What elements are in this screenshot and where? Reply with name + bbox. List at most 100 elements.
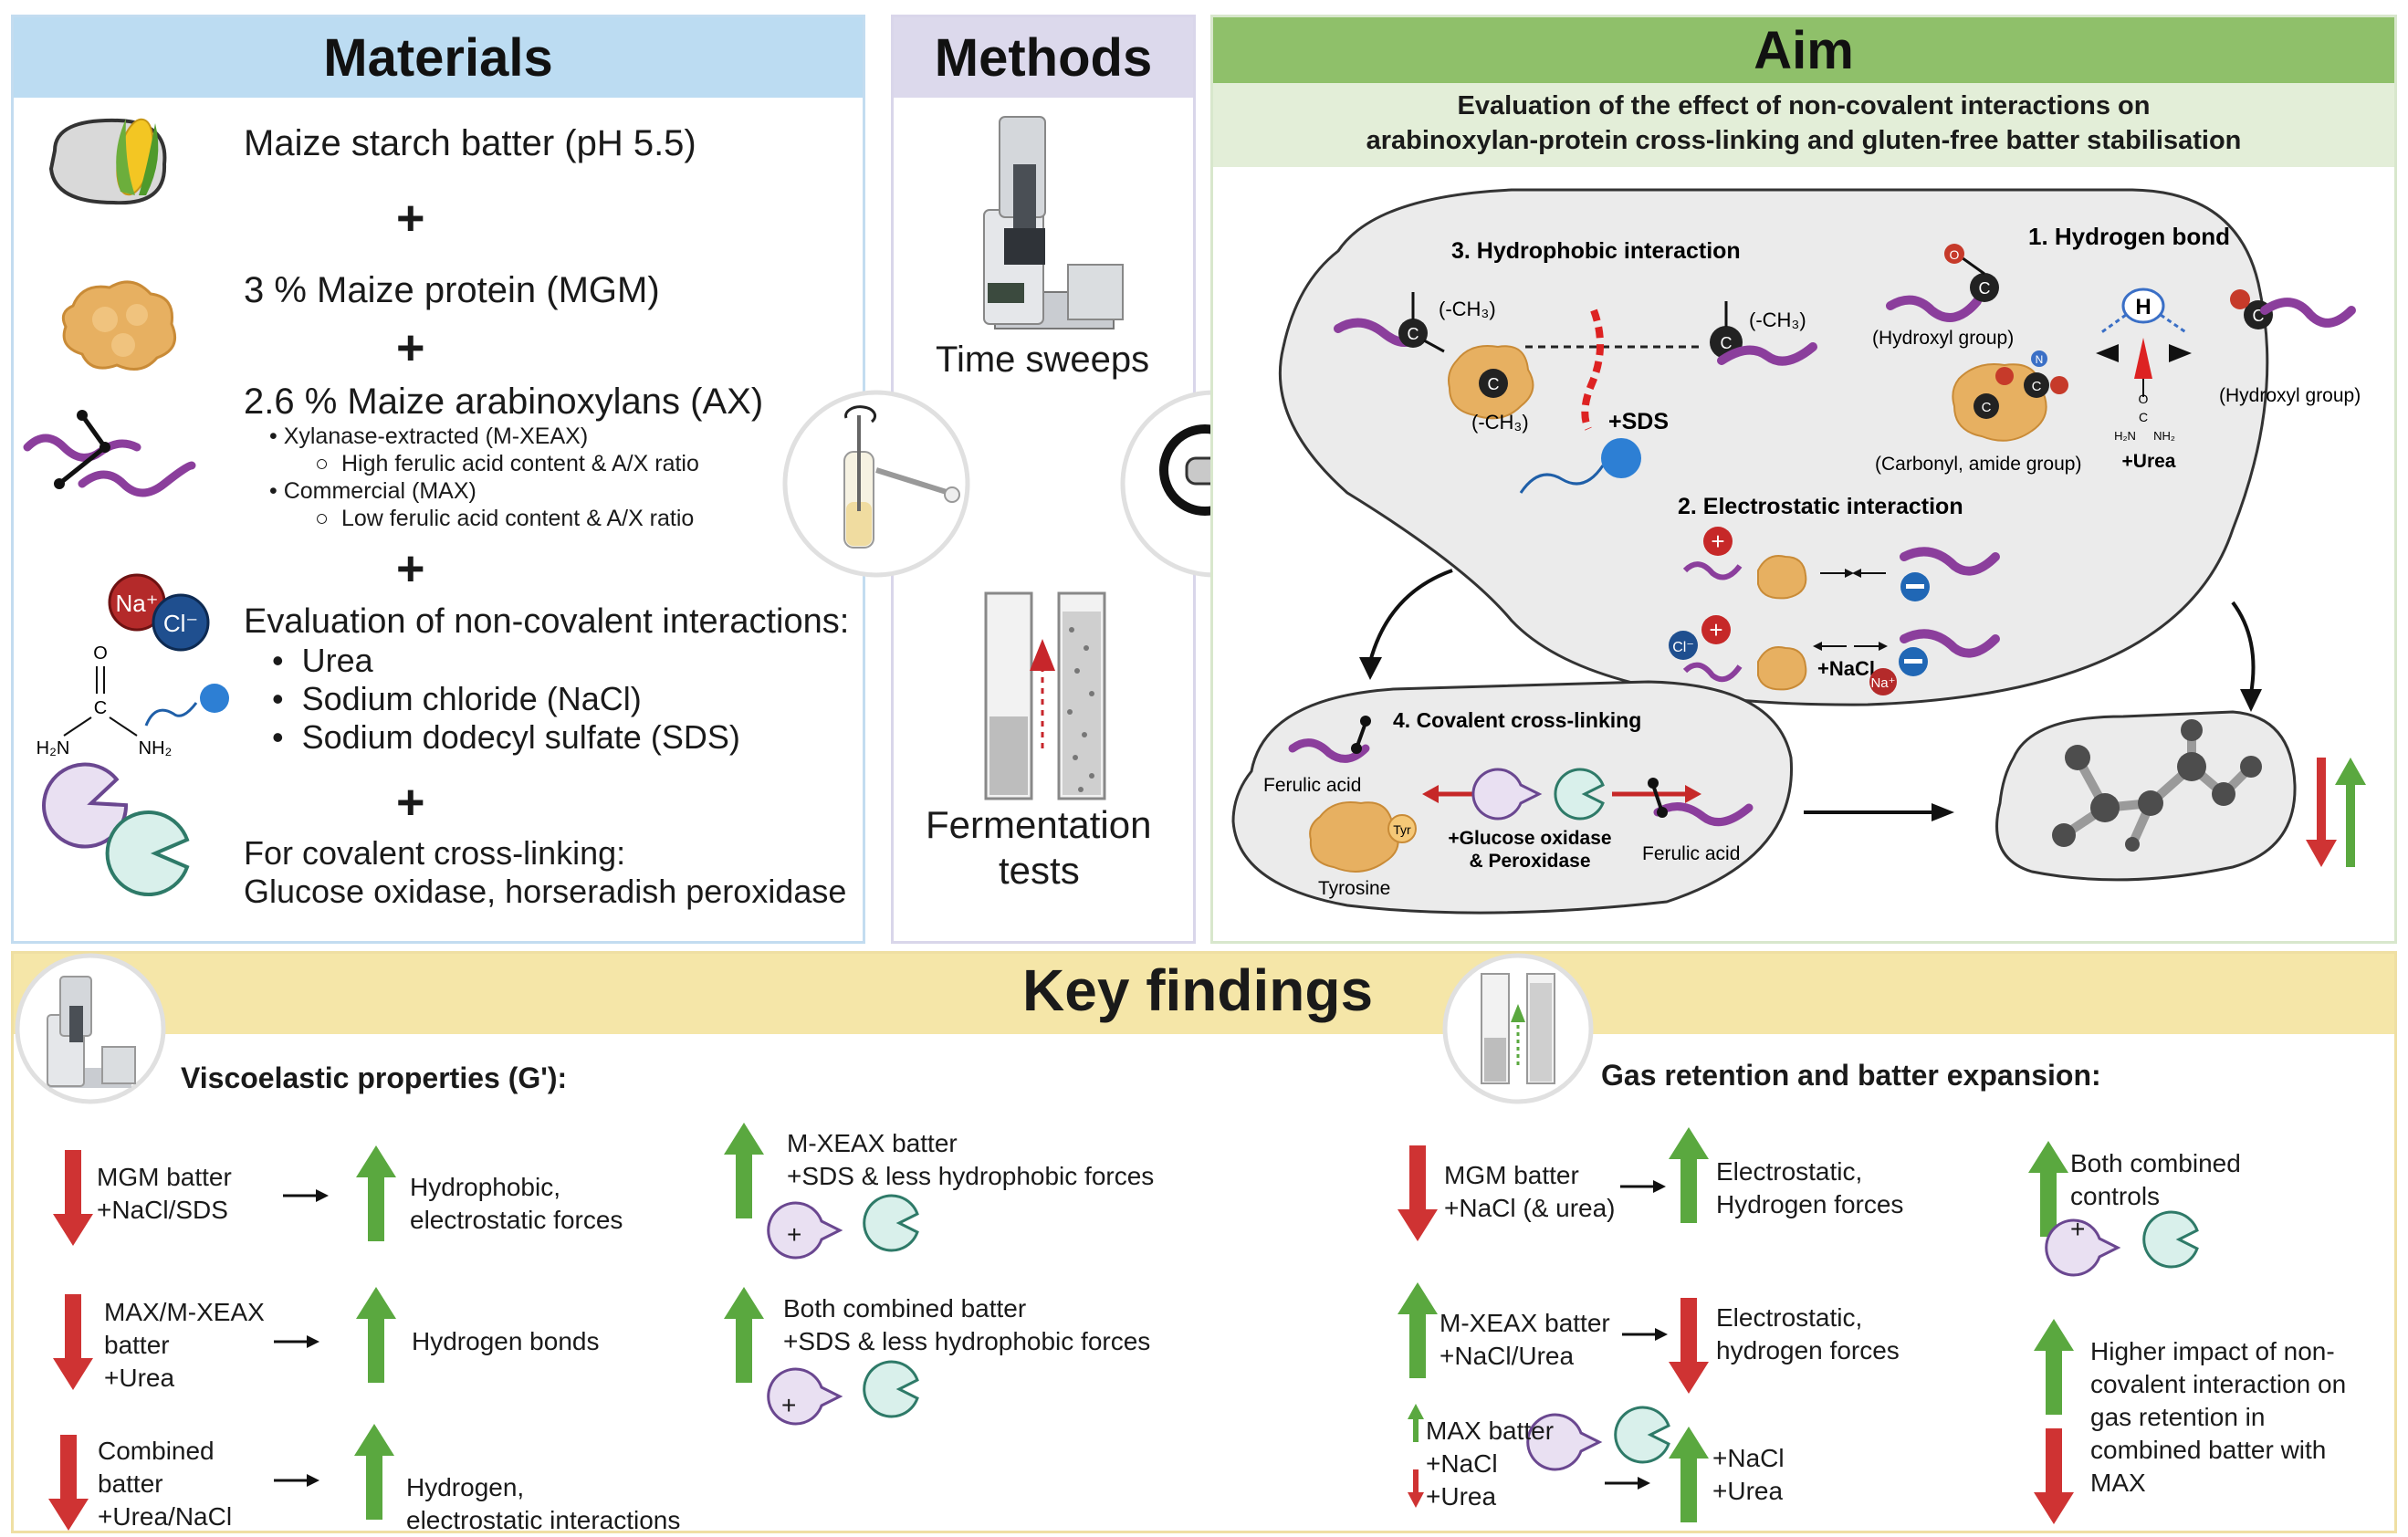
aim-header: Aim [1213, 17, 2394, 83]
protein-blob-icon [61, 280, 176, 371]
svg-text:Ferulic acid: Ferulic acid [1263, 775, 1361, 796]
g2-left: M-XEAX batter+NaCl/Urea [1440, 1309, 1610, 1370]
enzymes-icon [42, 762, 190, 896]
svg-text:O: O [2139, 392, 2149, 406]
g5-text: Higher impact of non-covalent interactio… [2090, 1337, 2347, 1497]
findings-panel [11, 951, 2397, 1533]
materials-plus-3: + [396, 541, 425, 596]
svg-text:Na⁺: Na⁺ [116, 590, 159, 617]
materials-ax-sub1-detail: ○ High ferulic acid content & A/X ratio [315, 451, 699, 476]
rheometer-icon [983, 116, 1124, 329]
v4-text: M-XEAX batter+SDS & less hydrophobic for… [787, 1129, 1155, 1190]
svg-text:Tyrosine: Tyrosine [1318, 878, 1390, 899]
g3-left: MAX batter+NaCl+Urea [1426, 1417, 1555, 1511]
svg-text:(Hydroxyl group): (Hydroxyl group) [1872, 328, 2014, 349]
g1-right: Electrostatic,Hydrogen forces [1716, 1157, 1904, 1218]
svg-text:Na⁺: Na⁺ [1870, 675, 1895, 691]
findings-gas-title: Gas retention and batter expansion: [1601, 1059, 2101, 1092]
g2-right: Electrostatic,hydrogen forces [1716, 1303, 1900, 1364]
v4-plus: + [787, 1220, 802, 1249]
svg-text:C: C [1721, 334, 1733, 352]
findings-rheometer-icon [15, 953, 166, 1104]
svg-text:1. Hydrogen bond: 1. Hydrogen bond [2028, 223, 2230, 250]
g3-right: +NaCl+Urea [1712, 1444, 1785, 1505]
materials-ax-sub1: • Xylanase-extracted (M-XEAX) [269, 423, 589, 449]
materials-icons: Na⁺ Cl⁻ O C H₂N NH₂ [23, 118, 229, 896]
svg-text:NH₂: NH₂ [2153, 429, 2175, 443]
svg-text:Tyr: Tyr [1393, 822, 1411, 837]
svg-text:2. Electrostatic interaction: 2. Electrostatic interaction [1678, 494, 1963, 519]
cylinders-icon [984, 591, 1106, 800]
svg-text:H₂N: H₂N [2114, 429, 2136, 443]
v5-text: Both combined batter+SDS & less hydropho… [783, 1294, 1151, 1355]
g4-plus: + [2070, 1215, 2086, 1243]
svg-text:C: C [1982, 400, 1992, 415]
aim-subtitle-1: Evaluation of the effect of non-covalent… [1457, 91, 2151, 120]
materials-plus-2: + [396, 320, 425, 375]
findings-header: Key findings [1022, 957, 1374, 1023]
starch-batter-icon [48, 118, 167, 205]
methods-time-sweeps: Time sweeps [936, 340, 1150, 380]
methods-fermentation-2: tests [999, 849, 1080, 892]
materials-item-covalent: For covalent cross-linking: [244, 834, 626, 872]
materials-ax-sub2-detail: ○ Low ferulic acid content & A/X ratio [315, 506, 695, 531]
v3-right: Hydrogen,electrostatic interactions [406, 1473, 681, 1534]
svg-text:NH₂: NH₂ [139, 738, 173, 758]
v5-plus: + [781, 1391, 797, 1419]
svg-text:& Peroxidase: & Peroxidase [1469, 851, 1590, 872]
materials-item-covalent-detail: Glucose oxidase, horseradish peroxidase [244, 873, 847, 910]
methods-header: Methods [894, 17, 1193, 98]
svg-text:H: H [2135, 295, 2151, 319]
svg-text:+NaCl: +NaCl [1817, 657, 1875, 680]
materials-ax-sub2: • Commercial (MAX) [269, 478, 476, 504]
svg-text:Cl⁻: Cl⁻ [163, 610, 198, 637]
svg-text:Ferulic acid: Ferulic acid [1642, 843, 1740, 864]
findings-visco-title: Viscoelastic properties (G'): [181, 1061, 568, 1094]
svg-text:H₂N: H₂N [37, 738, 70, 758]
svg-text:C: C [2139, 410, 2148, 424]
aim-diagram: 3. Hydrophobic interaction 1. Hydrogen b… [1231, 188, 2366, 915]
svg-text:+: + [1709, 616, 1722, 643]
svg-text:+: + [1711, 528, 1724, 555]
g1-left: MGM batter+NaCl (& urea) [1444, 1161, 1616, 1222]
findings-header-bar [14, 954, 2394, 1034]
svg-text:C: C [1488, 375, 1500, 393]
v2-right: Hydrogen bonds [412, 1327, 600, 1355]
findings-glyphs [48, 1123, 2199, 1531]
mixing-icon [782, 390, 970, 578]
findings-cylinders-icon [1442, 953, 1594, 1104]
svg-text:(-CH₃): (-CH₃) [1749, 308, 1806, 331]
na-cl-icon: Na⁺ Cl⁻ [108, 573, 210, 652]
v1-left: MGM batter+NaCl/SDS [97, 1163, 232, 1224]
svg-text:+SDS: +SDS [1608, 409, 1669, 434]
materials-item-ax: 2.6 % Maize arabinoxylans (AX) [244, 382, 764, 422]
materials-item-starch: Maize starch batter (pH 5.5) [244, 123, 696, 163]
materials-plus-4: + [396, 775, 425, 830]
methods-fermentation-1: Fermentation [926, 803, 1152, 846]
svg-text:(-CH₃): (-CH₃) [1439, 298, 1496, 320]
materials-item-protein: 3 % Maize protein (MGM) [244, 270, 660, 310]
svg-text:N: N [2036, 353, 2044, 366]
svg-text:3. Hydrophobic interaction: 3. Hydrophobic interaction [1451, 238, 1741, 264]
v1-right: Hydrophobic,electrostatic forces [410, 1173, 623, 1234]
svg-text:(Carbonyl, amide group): (Carbonyl, amide group) [1875, 454, 2081, 475]
svg-text:+Glucose oxidase: +Glucose oxidase [1448, 828, 1611, 849]
svg-text:O: O [93, 643, 108, 664]
materials-noncovalent-sds: • Sodium dodecyl sulfate (SDS) [272, 718, 740, 756]
svg-text:(-CH₃): (-CH₃) [1471, 411, 1529, 434]
svg-text:4. Covalent cross-linking: 4. Covalent cross-linking [1393, 708, 1641, 732]
aim-subtitle-box [1213, 83, 2394, 167]
svg-text:C: C [2032, 379, 2042, 394]
materials-plus-1: + [396, 191, 425, 246]
svg-text:+Urea: +Urea [2122, 451, 2176, 472]
svg-text:C: C [1408, 325, 1419, 343]
svg-text:O: O [1950, 247, 1960, 262]
svg-text:C: C [94, 698, 107, 718]
svg-text:(Hydroxyl group): (Hydroxyl group) [2219, 385, 2361, 406]
aim-subtitle-2: arabinoxylan-protein cross-linking and g… [1366, 126, 2242, 155]
materials-item-noncovalent: Evaluation of non-covalent interactions: [244, 602, 850, 641]
sds-icon [144, 684, 229, 727]
materials-noncovalent-urea: • Urea [272, 642, 373, 679]
